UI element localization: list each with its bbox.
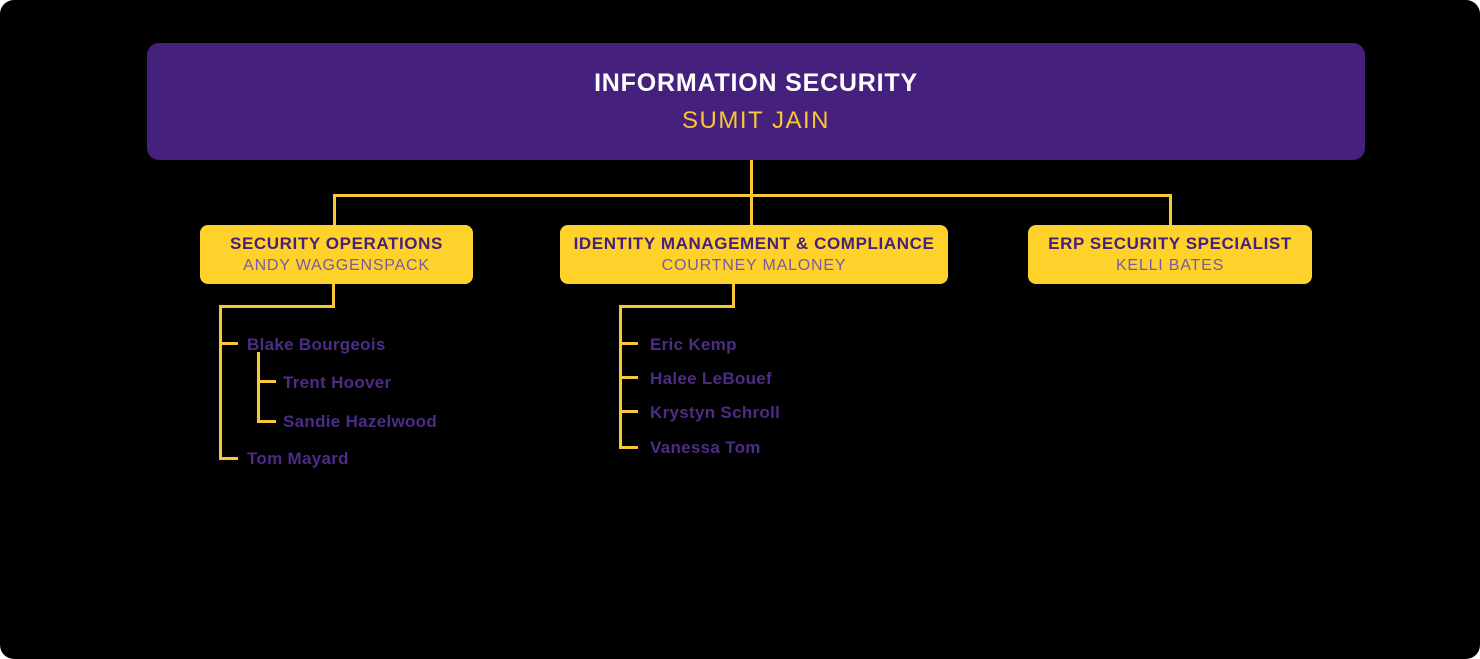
member-halee-lebouef: Halee LeBouef	[650, 369, 772, 388]
dept-title: ERP SECURITY SPECIALIST	[1048, 234, 1292, 253]
connector-tick-halee	[619, 376, 638, 379]
connector-line-right-drop	[1169, 194, 1172, 225]
connector-tick-trent	[257, 380, 276, 383]
member-eric-kemp: Eric Kemp	[650, 335, 737, 354]
dept-title: IDENTITY MANAGEMENT & COMPLIANCE	[573, 234, 935, 253]
connector-tick-blake	[219, 342, 238, 345]
dept-title: SECURITY OPERATIONS	[230, 234, 443, 253]
org-node-person: SUMIT JAIN	[682, 106, 830, 134]
member-tom-mayard: Tom Mayard	[247, 449, 349, 468]
member-vanessa-tom: Vanessa Tom	[650, 438, 761, 457]
connector-line-dept2-drop	[732, 284, 735, 308]
connector-line-dept1-drop	[332, 284, 335, 308]
connector-line-left-drop	[333, 194, 336, 225]
dept-person: ANDY WAGGENSPACK	[243, 257, 430, 274]
org-node-title: INFORMATION SECURITY	[594, 68, 918, 97]
connector-line-blake-vertical	[257, 352, 260, 423]
connector-tick-sandie	[257, 420, 276, 423]
org-node-erp-security: ERP SECURITY SPECIALIST KELLI BATES	[1028, 225, 1312, 284]
connector-tick-krystyn	[619, 410, 638, 413]
connector-tick-vanessa	[619, 446, 638, 449]
org-node-identity-management: IDENTITY MANAGEMENT & COMPLIANCE COURTNE…	[560, 225, 948, 284]
connector-tick-eric	[619, 342, 638, 345]
connector-line-horizontal	[333, 194, 1172, 197]
connector-tick-tom	[219, 457, 238, 460]
dept-person: KELLI BATES	[1115, 257, 1225, 274]
connector-line-dept2-elbow	[619, 305, 735, 308]
member-krystyn-schroll: Krystyn Schroll	[650, 403, 781, 422]
member-blake-bourgeois: Blake Bourgeois	[247, 335, 386, 354]
member-sandie-hazelwood: Sandie Hazelwood	[283, 412, 438, 431]
org-node-information-security: INFORMATION SECURITY SUMIT JAIN	[147, 43, 1365, 160]
org-node-security-operations: SECURITY OPERATIONS ANDY WAGGENSPACK	[200, 225, 473, 284]
connector-line-dept1-elbow	[219, 305, 335, 308]
connector-line-root-drop	[750, 160, 753, 225]
member-trent-hoover: Trent Hoover	[283, 373, 392, 392]
dept-person: COURTNEY MALONEY	[661, 257, 847, 274]
connector-line-dept1-vertical	[219, 305, 222, 460]
